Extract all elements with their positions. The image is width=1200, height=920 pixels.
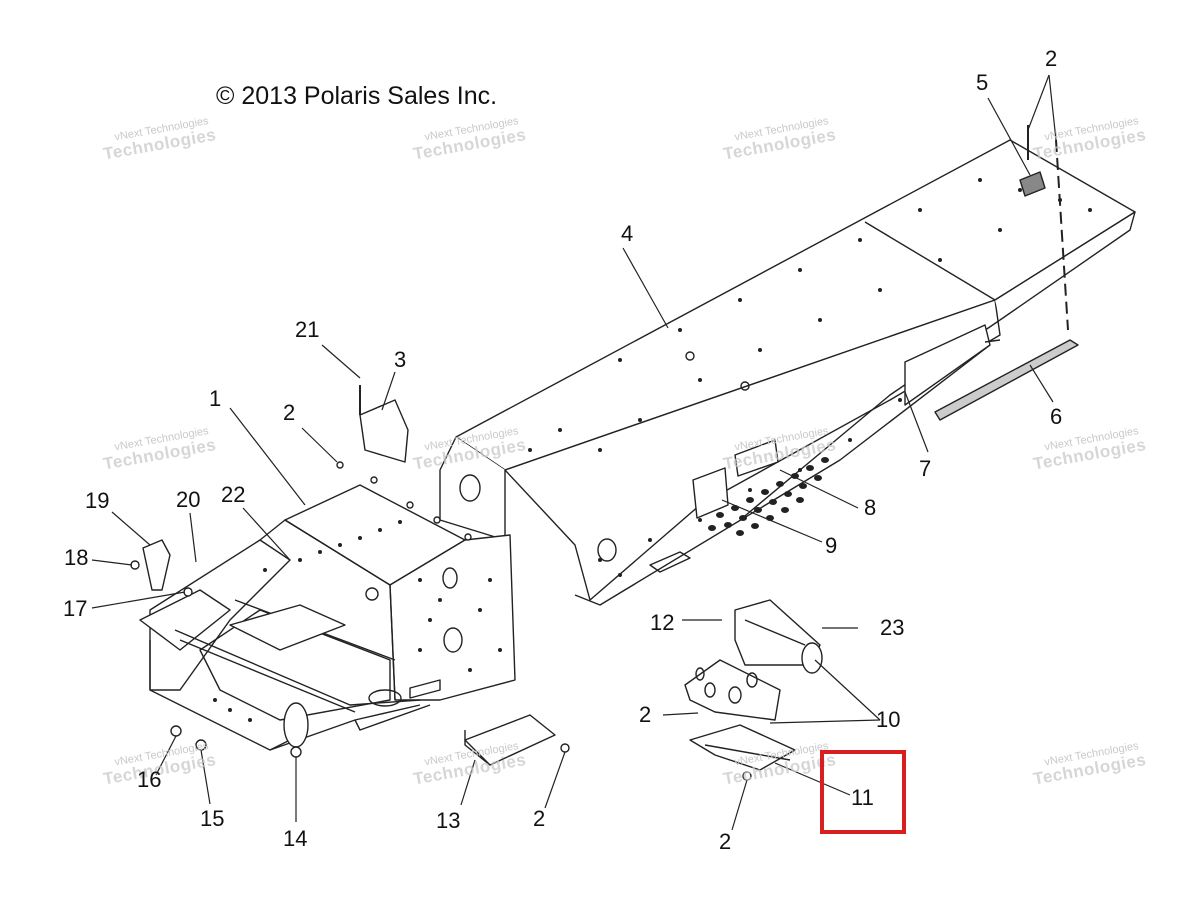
bumper-part-5 — [1019, 171, 1046, 197]
callout-14[interactable]: 14 — [283, 826, 308, 851]
callout-10[interactable]: 10 — [876, 707, 901, 732]
callout-6[interactable]: 6 — [1050, 404, 1063, 429]
callout-15[interactable]: 15 — [200, 806, 225, 831]
callout-23[interactable]: 23 — [880, 615, 905, 640]
callout-1[interactable]: 1 — [209, 386, 222, 411]
callout-2[interactable]: 2 — [283, 400, 296, 425]
shield-part-11 — [689, 724, 796, 771]
callout-22[interactable]: 22 — [221, 482, 246, 507]
callout-2-low[interactable]: 2 — [533, 806, 546, 831]
callout-7[interactable]: 7 — [919, 456, 932, 481]
copyright-notice: © 2013 Polaris Sales Inc. — [216, 82, 498, 110]
bracket-part-3 — [359, 399, 409, 463]
callout-5[interactable]: 5 — [976, 70, 989, 95]
callout-21[interactable]: 21 — [295, 317, 320, 342]
leader-lines — [91, 74, 1057, 831]
callout-16[interactable]: 16 — [137, 767, 162, 792]
callout-19[interactable]: 19 — [85, 488, 110, 513]
callout-4[interactable]: 4 — [621, 221, 634, 246]
callout-9[interactable]: 9 — [825, 533, 838, 558]
callout-20[interactable]: 20 — [176, 487, 201, 512]
callout-3[interactable]: 3 — [394, 347, 407, 372]
brace-part-7 — [904, 324, 991, 406]
bracket-part-19 — [142, 539, 171, 591]
callout-2-mid[interactable]: 2 — [639, 702, 652, 727]
callout-18[interactable]: 18 — [64, 545, 89, 570]
plate-part-13 — [464, 714, 556, 766]
callout-13[interactable]: 13 — [436, 808, 461, 833]
callout-12[interactable]: 12 — [650, 610, 675, 635]
highlight-box — [820, 750, 906, 834]
bulkhead-part-1 — [139, 484, 516, 751]
rail-part-6 — [934, 339, 1079, 421]
callout-8[interactable]: 8 — [864, 495, 877, 520]
shield-part-10 — [684, 599, 823, 721]
callout-11[interactable]: 11 — [851, 785, 874, 810]
tunnel-part-4 — [439, 139, 1136, 606]
callout-2-top[interactable]: 2 — [1045, 46, 1058, 71]
callout-17[interactable]: 17 — [63, 596, 88, 621]
callout-2-bottom[interactable]: 2 — [719, 829, 732, 854]
